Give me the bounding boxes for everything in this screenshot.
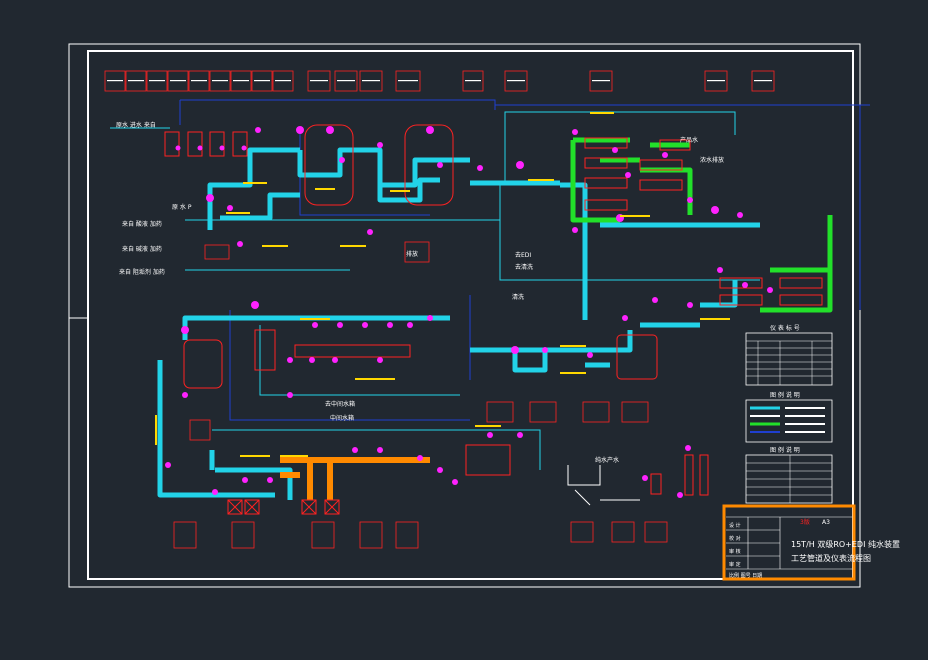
- edi-module: [684, 454, 694, 496]
- label-to-rinse: 去清洗: [515, 263, 533, 271]
- inner-frame: [87, 50, 854, 580]
- pump-right: [650, 473, 662, 495]
- process-pipes: [157, 147, 760, 500]
- label-inlet-main: 原 水 P: [172, 203, 192, 211]
- tb-row-2: 校 对: [729, 535, 741, 542]
- thin-cyan-lines: [110, 111, 760, 470]
- cartridge-filters: [164, 131, 340, 515]
- label-product: 产品水: [680, 136, 698, 144]
- label-drain: 排放: [406, 250, 418, 258]
- label-conc: 浓水排放: [700, 156, 724, 164]
- edi-module-2: [699, 454, 709, 496]
- label-pure: 纯水产水: [595, 456, 619, 464]
- tb-bottom: 比例 图号 日期: [729, 572, 762, 579]
- title-line-1: 15T/H 双级RO+EDI 纯水装置: [791, 539, 900, 549]
- bottom-tag-row: [173, 241, 668, 549]
- white-labels: 原水 进水 来自 原 水 P 来自 酸液 加药 来自 碱液 加药 来自 阻垢剂 …: [116, 121, 724, 464]
- orange-pipes: [280, 457, 430, 500]
- tb-row-1: 设 计: [729, 522, 741, 529]
- title-tag: 3版: [800, 518, 810, 526]
- title-line-2: 工艺管道及仪表流程图: [791, 553, 871, 563]
- pure-water-tank: [567, 465, 640, 506]
- label-tank-out: 中间水箱: [330, 414, 354, 422]
- label-alkali: 来自 碱液 加药: [122, 245, 162, 253]
- legend-table-1: [745, 399, 833, 443]
- line-tags: [155, 112, 730, 457]
- top-tag-labels: [107, 80, 772, 82]
- label-scale: 来自 阻垢剂 加药: [119, 268, 165, 276]
- ro-green-pipes: [570, 137, 833, 313]
- label-inlet-raw: 原水 进水 来自: [116, 121, 156, 129]
- title-code: A3: [822, 519, 830, 526]
- label-to-tank: 去中间水箱: [325, 400, 355, 408]
- legend2-title: 图 例 说 明: [770, 446, 800, 454]
- outer-frame: [68, 43, 861, 588]
- vessels: [183, 124, 658, 476]
- tb-row-3: 审 核: [729, 548, 741, 555]
- label-to-edi: 去EDI: [515, 251, 531, 259]
- tb-row-4: 审 定: [729, 561, 741, 568]
- legend-table-2: [745, 454, 833, 504]
- label-acid: 来自 酸液 加药: [122, 220, 162, 228]
- instrument-table-title: 仪 表 标 号: [770, 324, 800, 332]
- signal-lines: [179, 99, 870, 421]
- instruments: [165, 126, 773, 498]
- instrument-table: [745, 332, 833, 386]
- ro-membranes: [254, 137, 823, 371]
- title-block: 15T/H 双级RO+EDI 纯水装置 工艺管道及仪表流程图 3版 A3 设 计…: [722, 504, 900, 581]
- label-cip: 清洗: [512, 293, 524, 301]
- top-tag-row: [104, 70, 775, 92]
- legend1-title: 图 例 说 明: [770, 391, 800, 399]
